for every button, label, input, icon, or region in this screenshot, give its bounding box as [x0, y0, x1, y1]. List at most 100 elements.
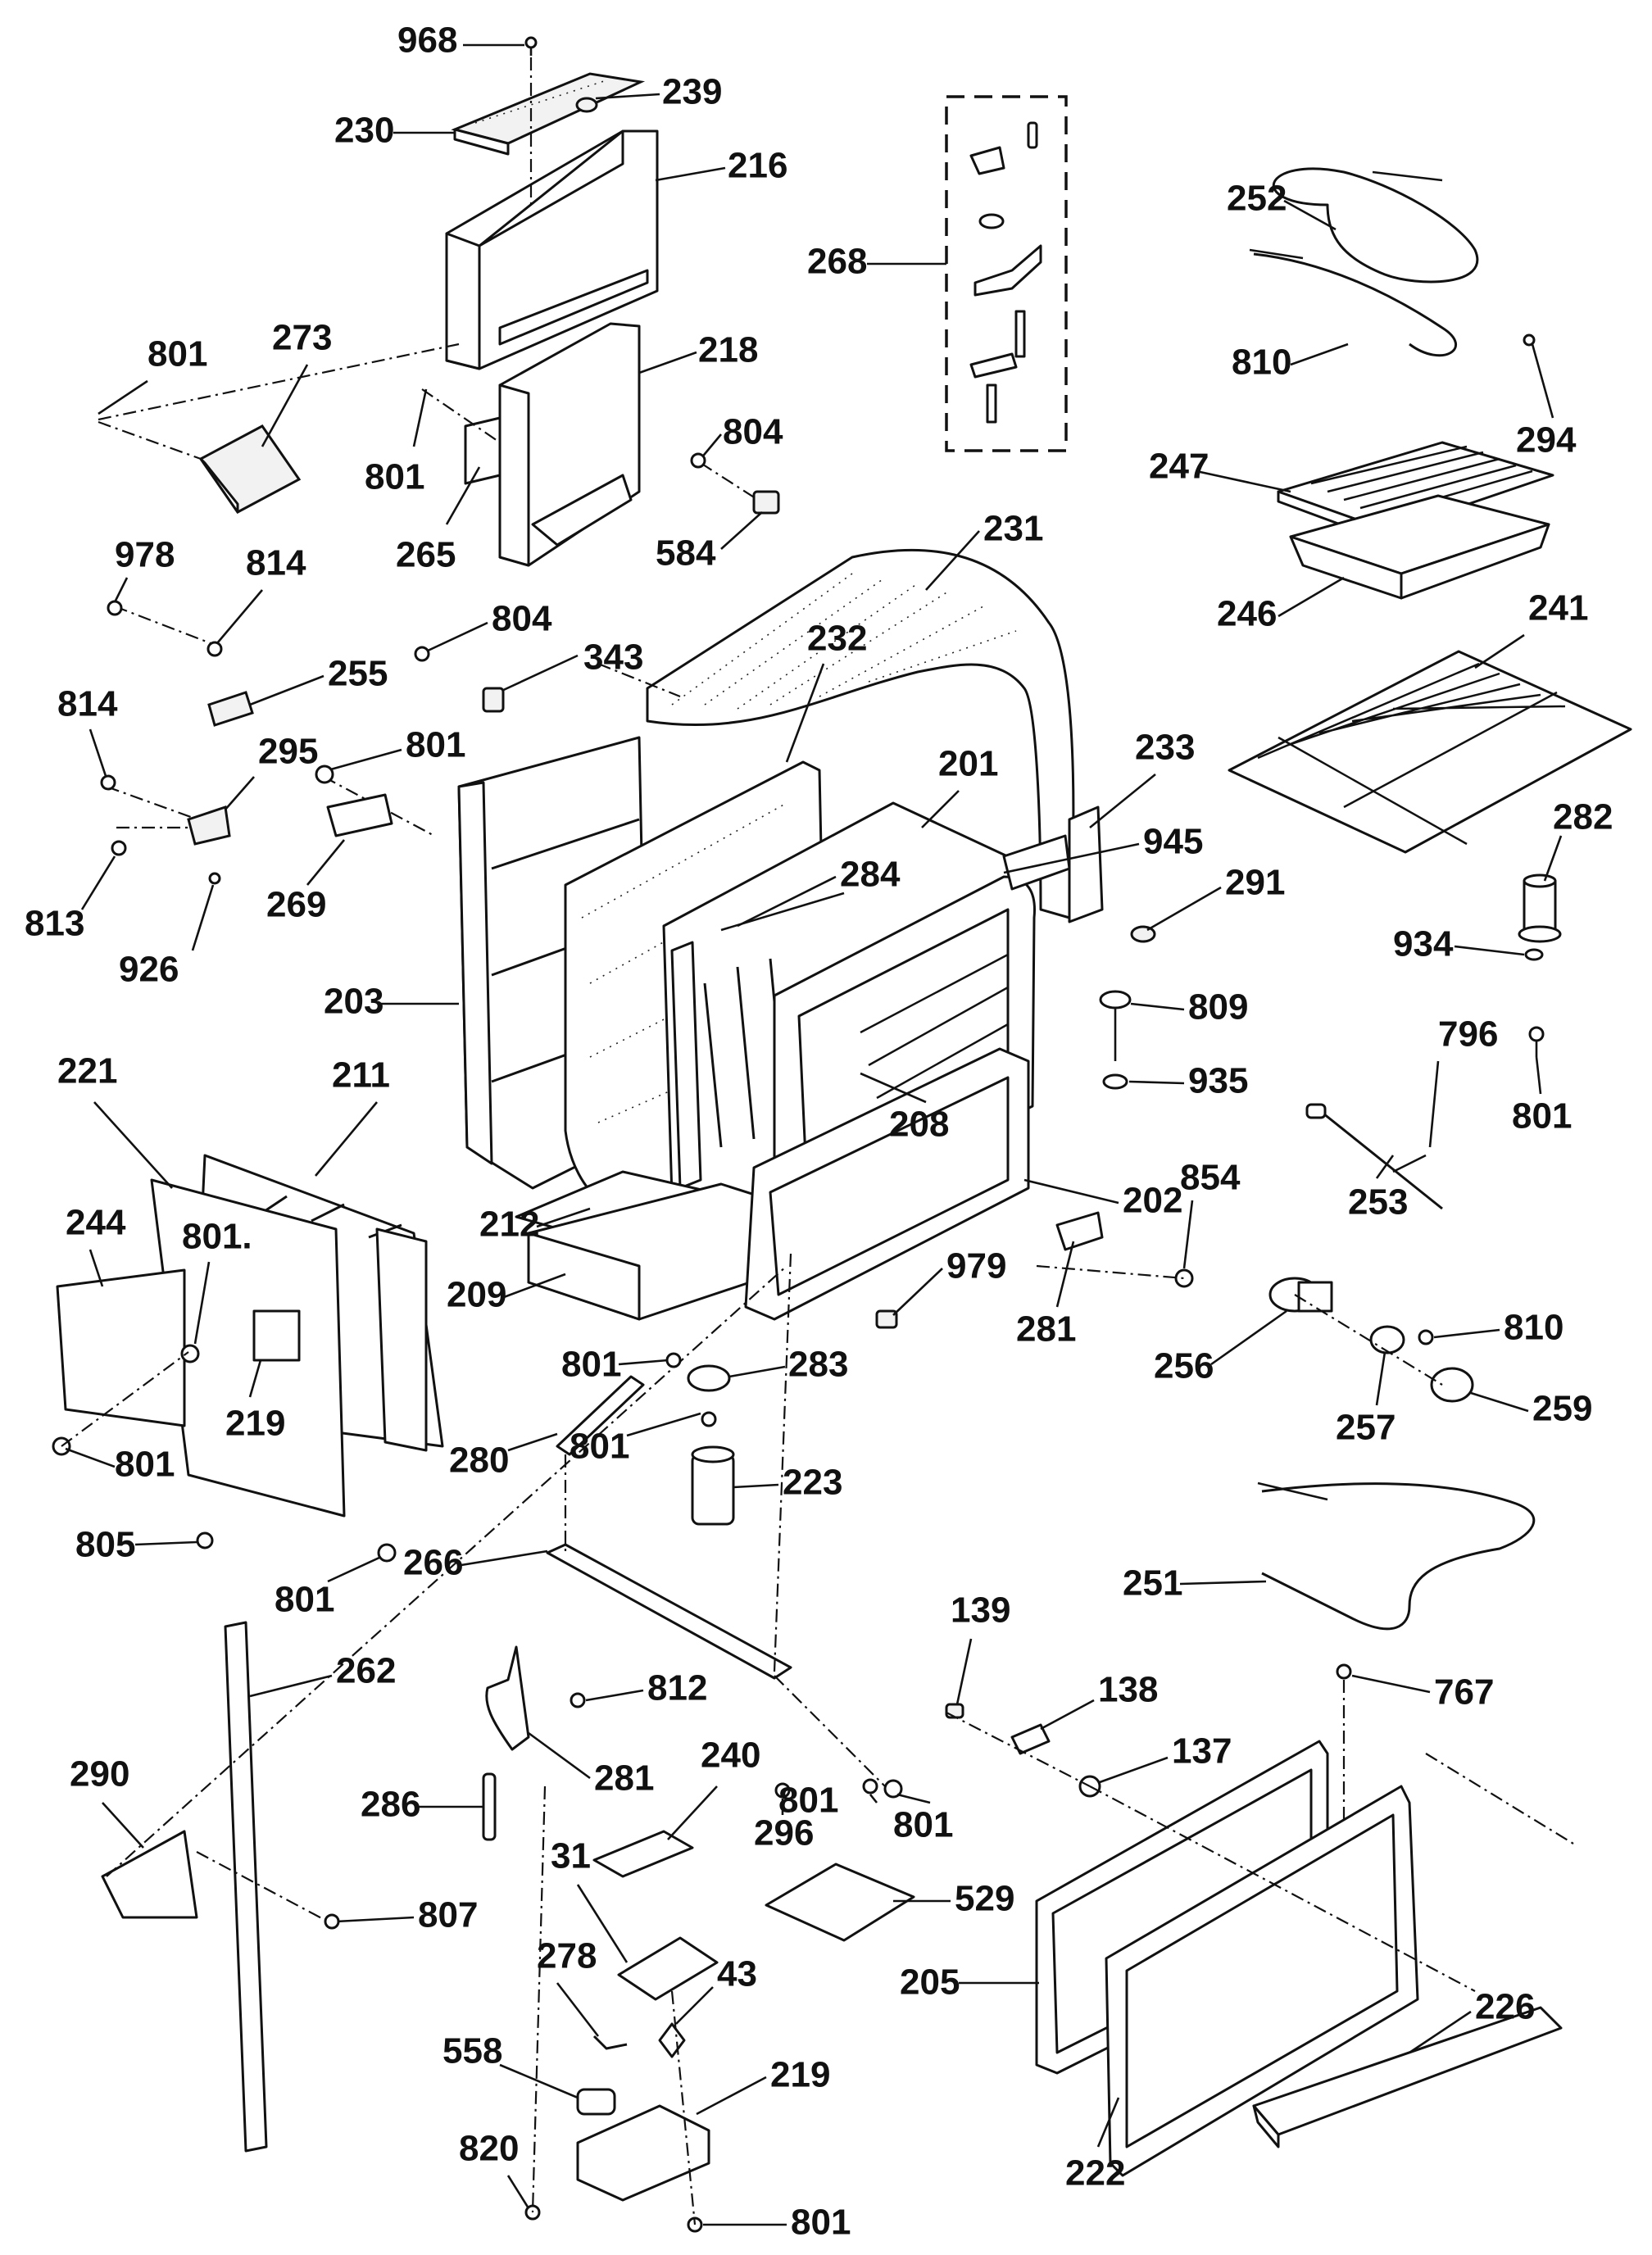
label-804b: 804 — [492, 599, 552, 639]
label-31: 31 — [551, 1836, 591, 1876]
callout-253: 253 — [1348, 1155, 1408, 1223]
callout-256: 256 — [1154, 1309, 1287, 1386]
part-138-bracket — [1010, 1723, 1051, 1755]
label-219b: 219 — [770, 2055, 830, 2095]
callout-43: 43 — [675, 1954, 757, 2025]
callout-202: 202 — [1023, 1178, 1182, 1221]
callout-804a: 804 — [690, 412, 783, 469]
label-268: 268 — [807, 242, 867, 282]
callout-239: 239 — [595, 72, 722, 112]
part-273-deflector — [198, 424, 302, 514]
callout-223: 223 — [733, 1463, 842, 1503]
callout-979: 979 — [892, 1246, 1006, 1316]
part-290-side-shield — [101, 1830, 198, 1919]
label-968: 968 — [397, 20, 457, 61]
callout-219b: 219 — [696, 2055, 830, 2116]
callout-246: 246 — [1217, 576, 1345, 634]
callout-281b: 281 — [528, 1731, 654, 1799]
label-529: 529 — [955, 1879, 1014, 1919]
part-222-drawer-front — [1105, 1785, 1419, 2177]
callout-266: 266 — [403, 1543, 548, 1583]
part-256-socket — [1268, 1277, 1333, 1313]
part-241-oven-rack — [1228, 650, 1632, 854]
callout-247: 247 — [1149, 447, 1291, 493]
part-246-broiler-pan — [1289, 494, 1550, 600]
part-278-clip — [592, 2035, 628, 2050]
part-259-lamp-cover — [1430, 1367, 1474, 1403]
callout-809: 809 — [1130, 987, 1248, 1028]
callout-265: 265 — [396, 466, 481, 575]
label-805: 805 — [75, 1525, 135, 1565]
label-809: 809 — [1188, 987, 1248, 1028]
label-252: 252 — [1227, 179, 1287, 219]
part-253-oven-sensor — [1305, 1103, 1443, 1210]
callout-558: 558 — [442, 2031, 579, 2099]
callout-244: 244 — [66, 1203, 126, 1287]
callout-240: 240 — [667, 1735, 760, 1840]
label-259: 259 — [1532, 1389, 1592, 1429]
callout-796: 796 — [1428, 1014, 1498, 1148]
label-812: 812 — [647, 1668, 707, 1708]
label-801i: 801 — [275, 1580, 334, 1620]
label-257: 257 — [1336, 1408, 1396, 1448]
callout-934: 934 — [1393, 924, 1525, 964]
label-265: 265 — [396, 535, 456, 575]
callout-813: 813 — [25, 840, 127, 944]
callout-968: 968 — [397, 20, 524, 61]
label-256: 256 — [1154, 1346, 1214, 1386]
label-216: 216 — [728, 146, 787, 186]
callout-807: 807 — [324, 1895, 478, 1935]
part-529-plate — [765, 1863, 915, 1942]
callout-343: 343 — [482, 637, 643, 713]
label-810a: 810 — [1232, 343, 1291, 383]
label-240: 240 — [701, 1735, 760, 1776]
label-820: 820 — [459, 2129, 519, 2169]
callout-259: 259 — [1470, 1389, 1592, 1429]
callout-208: 208 — [860, 1072, 949, 1145]
callout-801a: 801 — [98, 334, 207, 415]
label-211: 211 — [332, 1055, 390, 1096]
label-801k: 801 — [893, 1805, 953, 1845]
part-221-access-panel — [150, 1178, 428, 1518]
callout-282: 282 — [1543, 797, 1613, 882]
callout-294: 294 — [1516, 343, 1577, 461]
callout-209: 209 — [447, 1273, 566, 1315]
part-282-leveling-leg — [1518, 873, 1562, 943]
label-239: 239 — [662, 72, 722, 112]
label-801g: 801 — [115, 1445, 175, 1485]
callout-221: 221 — [57, 1051, 173, 1189]
callout-801h: 801 — [570, 1411, 717, 1467]
label-247: 247 — [1149, 447, 1209, 487]
callout-283: 283 — [728, 1345, 848, 1385]
part-268-anti-tip-kit — [945, 95, 1068, 452]
part-139-clip — [945, 1703, 964, 1719]
part-31-ignitor — [617, 1936, 719, 2001]
part-286-spring — [482, 1772, 497, 1841]
label-230: 230 — [334, 111, 394, 151]
part-945-plate — [1002, 834, 1071, 891]
callout-252: 252 — [1227, 179, 1337, 231]
part-216-vent-duct — [445, 57, 659, 370]
label-241: 241 — [1528, 588, 1588, 628]
callout-978: 978 — [107, 535, 175, 616]
label-232: 232 — [807, 619, 867, 659]
callout-218: 218 — [638, 330, 758, 374]
label-814b: 814 — [57, 684, 118, 724]
part-767-screw — [1336, 1663, 1352, 1852]
label-558: 558 — [442, 2031, 502, 2071]
label-205: 205 — [900, 1962, 960, 2003]
part-291-clip — [1130, 925, 1156, 943]
callout-935: 935 — [1128, 1061, 1248, 1101]
part-223-canister — [691, 1445, 735, 1526]
part-244-cover — [56, 1268, 186, 1427]
callout-767: 767 — [1351, 1672, 1494, 1713]
callout-810b: 810 — [1433, 1308, 1564, 1348]
label-269: 269 — [266, 885, 326, 925]
label-266: 266 — [403, 1543, 463, 1583]
label-767: 767 — [1434, 1672, 1494, 1713]
label-813: 813 — [25, 904, 84, 944]
callout-801e: 801. — [182, 1217, 252, 1345]
label-246: 246 — [1217, 594, 1277, 634]
part-230-top-trim-bar — [451, 72, 646, 156]
callout-801d: 801 — [1512, 1056, 1572, 1137]
